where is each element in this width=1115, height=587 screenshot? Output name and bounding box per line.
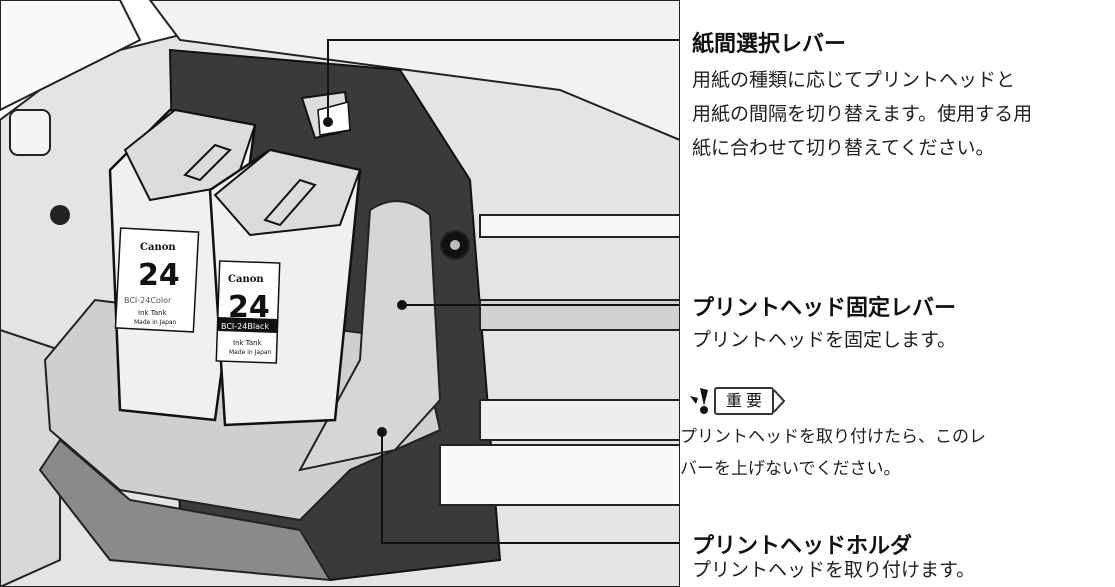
black-cartridge-line1: Ink Tank [233, 339, 263, 347]
paper-lever-desc-1: 用紙の種類に応じてプリントヘッドと [692, 69, 1016, 91]
black-cartridge-line2: Made in Japan [229, 349, 272, 356]
holder-title: プリントヘッドホルダ [692, 534, 913, 559]
black-cartridge-number: 24 [228, 290, 270, 325]
paper-lever-desc-3: 紙に合わせて切り替えてください。 [692, 137, 995, 159]
color-cartridge-line2: Made in Japan [134, 319, 177, 326]
holder-desc: プリントヘッドを取り付けます。 [692, 559, 976, 581]
print-head-illustration: Canon 24 BCI-24Color Ink Tank Made in Ja… [0, 0, 680, 587]
important-badge: 重要 [714, 387, 775, 415]
color-cartridge-number: 24 [138, 258, 180, 293]
important-note: 重要 [688, 386, 786, 416]
color-cartridge-brand: Canon [140, 242, 176, 253]
paper-lever-title: 紙間選択レバー [692, 32, 847, 57]
black-cartridge-model: BCI-24Black [221, 322, 269, 331]
warning-mark-icon [690, 388, 708, 414]
color-cartridge-model: BCI-24Color [124, 296, 172, 305]
badge-arrow-icon [774, 389, 786, 413]
black-cartridge-brand: Canon [228, 274, 264, 285]
lock-lever-title: プリントヘッド固定レバー [692, 296, 957, 321]
lock-lever-desc: プリントヘッドを固定します。 [692, 329, 957, 351]
important-desc-2: バーを上げないでください。 [680, 459, 901, 479]
important-desc-1: プリントヘッドを取り付けたら、このレ [680, 427, 986, 447]
color-cartridge-line1: Ink Tank [138, 309, 168, 317]
paper-lever-desc-2: 用紙の間隔を切り替えます。使用する用 [692, 103, 1033, 125]
